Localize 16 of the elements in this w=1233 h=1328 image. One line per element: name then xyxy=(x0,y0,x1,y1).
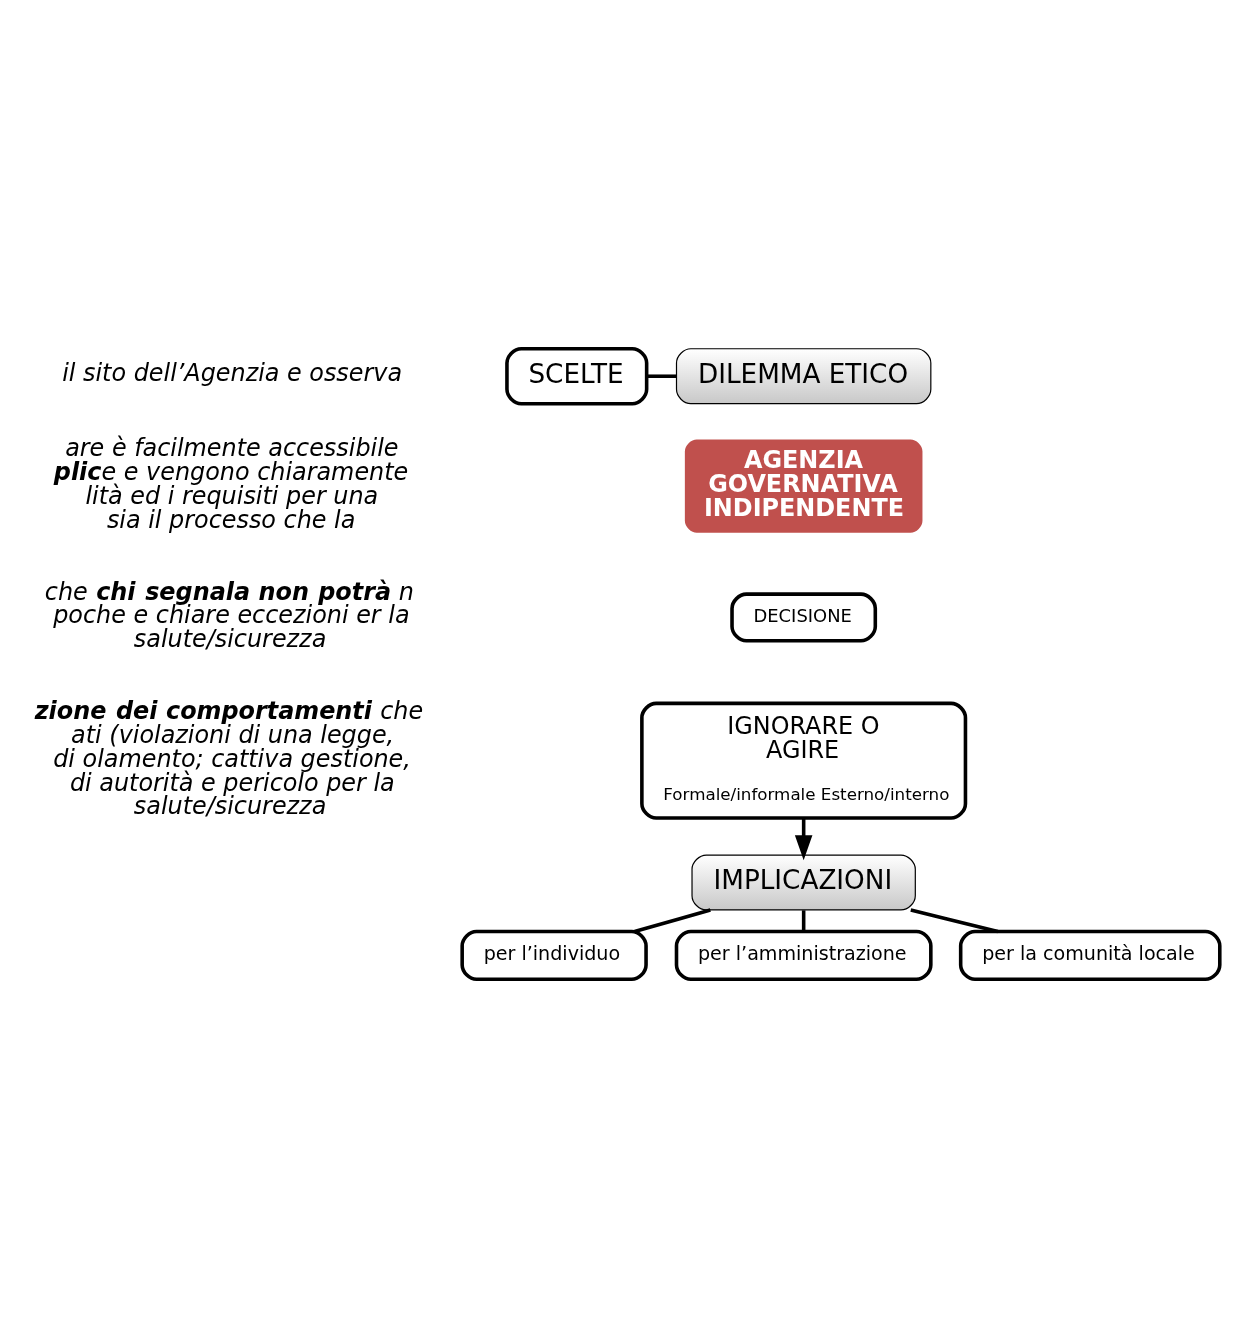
label: are è facilmente accessibile plice e vengono chiaramente lità ed i requisiti per una sia il processo che la xyxy=(53,434,409,534)
label: che chi segnala non potrà n poche e chiare eccezioni er la salute/sicurezza xyxy=(44,577,414,654)
node-box: per l’individuo xyxy=(460,929,648,981)
node-box: IGNORARE O AGIRE Formale/informale Esterno/interno xyxy=(640,701,968,820)
node-box: IMPLICAZIONI xyxy=(691,854,916,911)
node-box: per l’amministrazione xyxy=(674,929,933,981)
arrow xyxy=(794,818,813,861)
node-box: DECISIONE xyxy=(730,592,878,643)
node-box: DILEMMA ETICO xyxy=(675,348,932,405)
label: il sito dell’Agenzia e osserva xyxy=(62,359,403,388)
connector xyxy=(801,910,806,932)
connector xyxy=(646,374,677,379)
connector xyxy=(910,908,999,934)
node-box: per la comunità locale xyxy=(958,929,1222,981)
label: zione dei comportamenti che ati (violazioni di una legge, di olamento; cattiva gestione, di autorità e pericolo per la salute/sicurezza xyxy=(34,696,424,821)
node-box: SCELTE xyxy=(505,347,649,406)
